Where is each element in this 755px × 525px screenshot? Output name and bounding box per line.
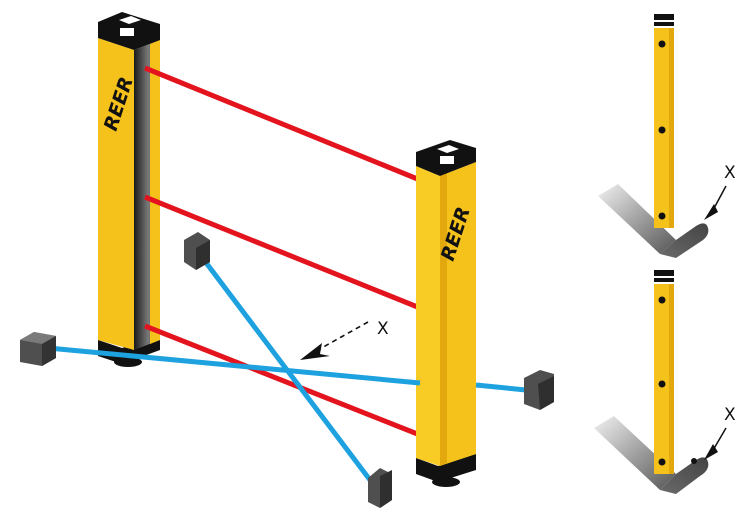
main-x-label: X [377,319,389,339]
mirror-bottom [368,468,392,508]
red-beams [144,65,421,438]
red-beam-bottom [144,323,421,438]
detail-bottom: X [594,270,736,494]
blue-beam-right [475,382,527,393]
right-column: REER [416,140,476,487]
mirror-right [524,370,554,410]
mirror-top [184,232,210,270]
main-x-callout: X [300,319,389,360]
blue-beam-long [47,345,421,386]
red-beam-middle [144,194,421,311]
blue-beam-diagonal [196,250,372,482]
detail-bottom-x-label: X [724,405,736,425]
detail-top-x-label: X [724,163,736,183]
red-beam-top [144,65,421,183]
left-column: REER [98,12,160,367]
blue-beams [47,250,527,482]
mirror-left [20,332,56,366]
detail-top: X [598,14,736,258]
